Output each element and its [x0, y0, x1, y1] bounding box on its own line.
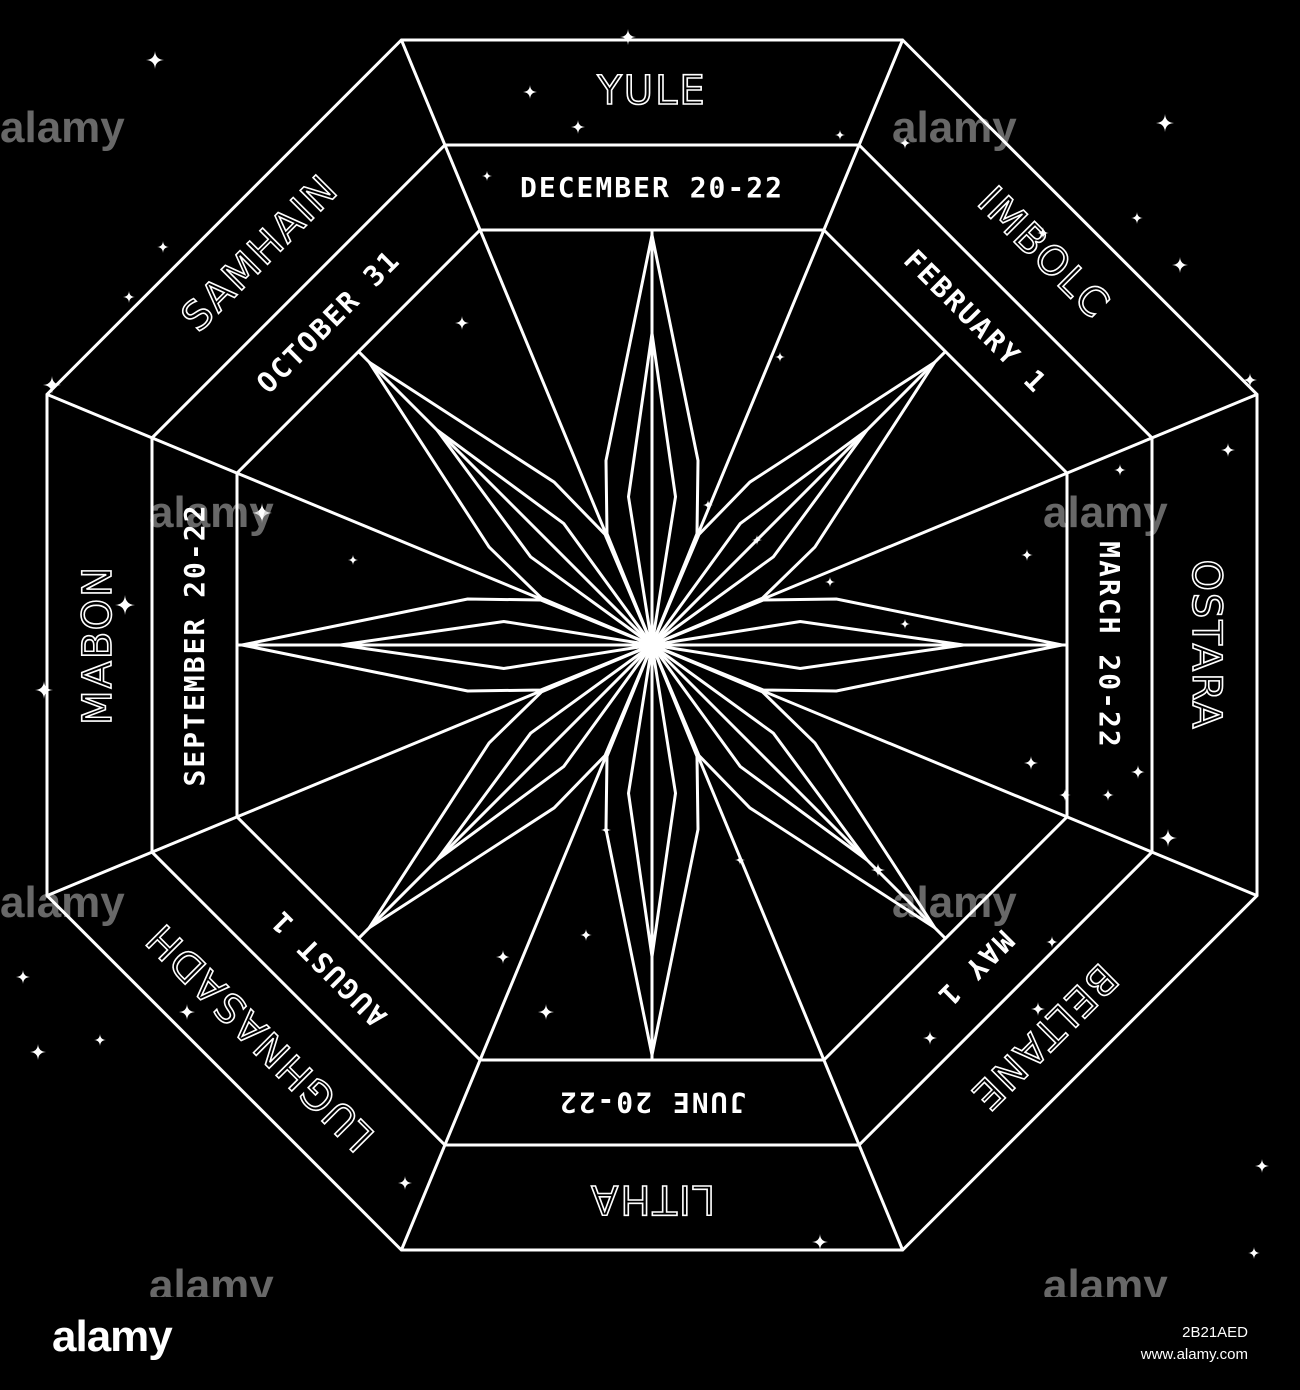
sparkle-star-icon — [1221, 443, 1235, 457]
frame-corner-line — [1066, 815, 1258, 897]
image-id: 2B21AED — [1182, 1324, 1248, 1341]
festival-date-ostara: MARCH 20-22 — [1093, 541, 1126, 748]
sparkle-star-icon — [523, 85, 537, 99]
watermark: alamy — [0, 103, 125, 152]
frame-corner-line — [822, 39, 904, 231]
festival-ostara: OSTARA MARCH 20-22 — [1093, 541, 1230, 748]
sparkle-star-icon — [43, 376, 61, 394]
frame-corner-line — [400, 1059, 482, 1251]
festival-litha: LITHA JUNE 20-22 — [558, 1086, 747, 1223]
sparkle-star-icon — [157, 241, 169, 253]
festival-name-ostara: OSTARA — [1183, 559, 1229, 730]
sparkle-star-icon — [1037, 227, 1049, 239]
sparkle-star-icon — [580, 929, 592, 941]
star-ray — [357, 643, 654, 940]
sparkle-star-icon — [455, 316, 469, 330]
frame-corner-line — [46, 815, 238, 897]
site-url[interactable]: www.alamy.com — [1140, 1346, 1248, 1363]
sparkle-star-icon — [1046, 936, 1058, 948]
watermark: alamy — [0, 878, 125, 927]
sparkle-star-icon — [482, 171, 492, 181]
star-ray — [357, 350, 654, 647]
watermark: alamy — [1043, 488, 1168, 537]
octagon-frame — [45, 38, 1259, 1252]
sparkle-star-icon — [1059, 789, 1071, 801]
site-logo[interactable]: alamy — [52, 1312, 173, 1361]
frame-corner-line — [822, 1059, 904, 1251]
sparkle-star-icon — [1102, 789, 1114, 801]
sparkle-star-icon — [115, 595, 135, 615]
festival-name-yule: YULE — [596, 68, 706, 114]
sparkle-star-icon — [775, 352, 785, 362]
sparkle-star-icon — [703, 500, 713, 510]
sparkle-star-icon — [1243, 373, 1257, 387]
sparkle-star-icon — [1248, 1247, 1260, 1259]
watermark: alamy — [892, 103, 1017, 152]
sparkle-star-icon — [1131, 765, 1145, 779]
star-ray — [650, 643, 947, 940]
sparkle-star-icon — [899, 137, 911, 149]
sparkle-star-icon — [571, 120, 585, 134]
festival-name-litha: LITHA — [589, 1176, 715, 1222]
sparkle-star-icon — [1021, 549, 1033, 561]
frame-corner-line — [400, 39, 482, 231]
watermark: alamy — [149, 488, 274, 537]
festival-date-litha: JUNE 20-22 — [558, 1086, 747, 1119]
sparkle-star-icon — [1031, 1002, 1045, 1016]
sparkle-star-icon — [923, 1031, 937, 1045]
sparkle-star-icon — [835, 130, 845, 140]
sparkle-star-icon — [398, 1176, 412, 1190]
sparkle-star-icon — [1255, 1159, 1269, 1173]
sparkle-star-icon — [1156, 114, 1174, 132]
sparkle-star-icon — [900, 619, 910, 629]
festival-mabon: MABON SEPTEMBER 20-22 — [74, 504, 211, 787]
outer-octagon — [45, 38, 1259, 1252]
sparkle-star-icon — [620, 29, 636, 45]
central-compass-star — [236, 229, 1068, 1061]
sparkle-star-icon — [30, 1044, 46, 1060]
sparkle-star-icon — [35, 681, 53, 699]
sparkle-star-icon — [825, 577, 835, 587]
sparkle-star-icon — [496, 950, 510, 964]
sparkle-star-icon — [252, 503, 272, 523]
festival-date-yule: DECEMBER 20-22 — [520, 171, 784, 204]
sparkle-star-icon — [123, 291, 135, 303]
festival-yule: YULE DECEMBER 20-22 — [520, 67, 784, 204]
frame-corner-line — [1066, 393, 1258, 475]
sparkle-star-icon — [1172, 257, 1188, 273]
star-ray — [650, 350, 947, 647]
star-field — [16, 29, 1269, 1259]
festival-date-mabon: SEPTEMBER 20-22 — [178, 504, 211, 787]
sparkle-star-icon — [146, 51, 164, 69]
sparkle-star-icon — [538, 1004, 554, 1020]
sparkle-star-icon — [94, 1034, 106, 1046]
footer-bar — [0, 1297, 1300, 1390]
sparkle-star-icon — [16, 970, 30, 984]
frame-corner-line — [46, 393, 238, 475]
sparkle-star-icon — [1114, 464, 1126, 476]
sparkle-star-icon — [348, 555, 358, 565]
sparkle-star-icon — [1131, 212, 1143, 224]
festival-name-mabon: MABON — [75, 565, 121, 725]
star-point-inner — [435, 428, 654, 647]
sparkle-star-icon — [1159, 829, 1177, 847]
sparkle-star-icon — [1024, 756, 1038, 770]
sparkle-star-icon — [812, 1234, 828, 1250]
sparkle-star-icon — [179, 1004, 195, 1020]
image-credit: 2B21AED www.alamy.com — [1141, 1322, 1248, 1366]
